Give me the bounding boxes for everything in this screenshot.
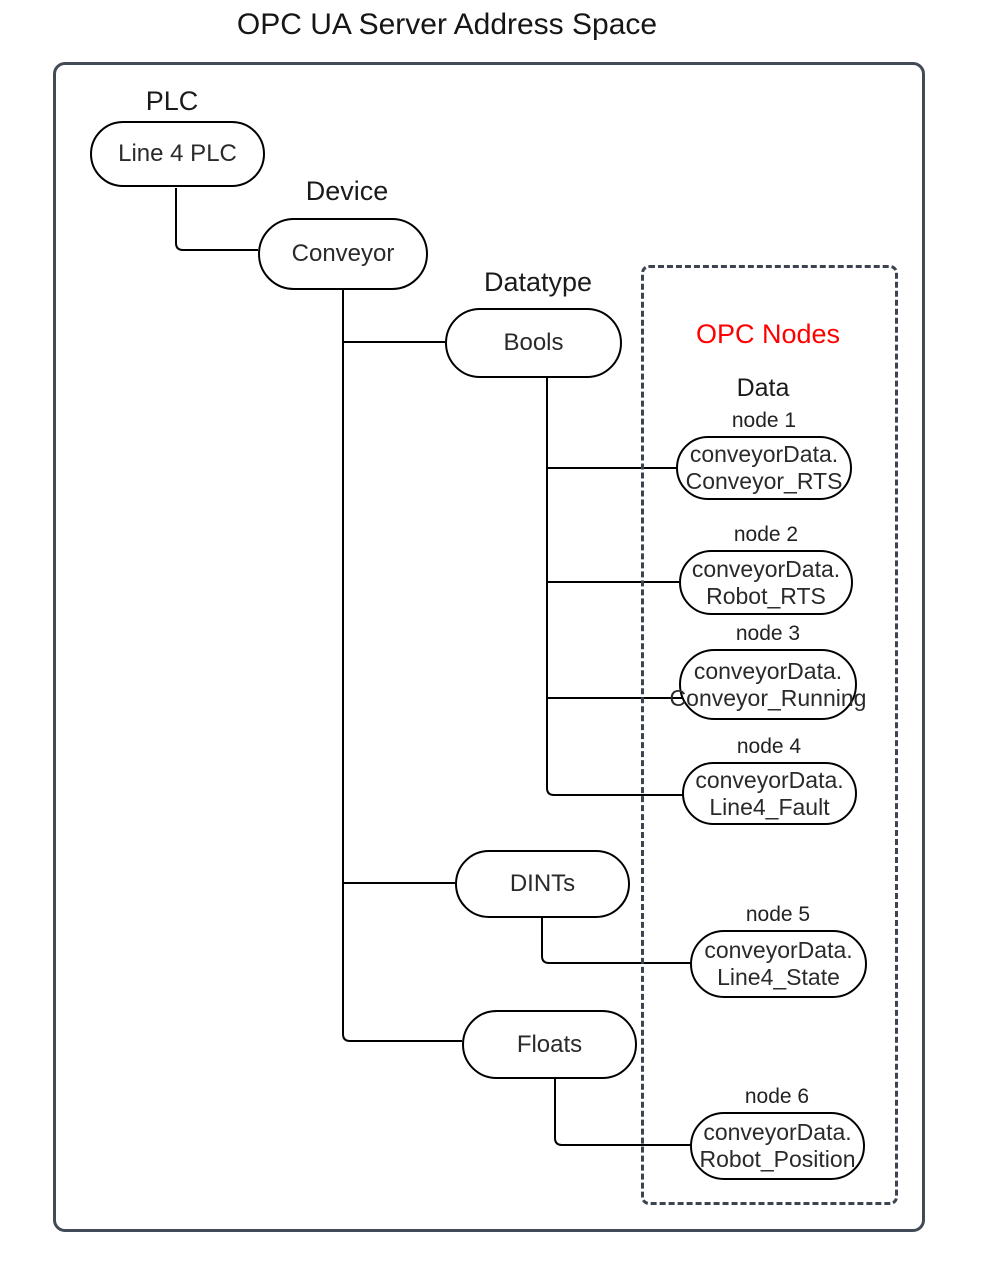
node6-line1: conveyorData. — [703, 1119, 852, 1145]
node6-caption: node 6 — [744, 1085, 810, 1108]
node1-caption: node 1 — [731, 409, 797, 432]
node5-line2: Line4_State — [717, 964, 840, 990]
node6-line2: Robot_Position — [699, 1146, 856, 1172]
address-space-border — [53, 62, 925, 1232]
tree-node-floats: Floats — [462, 1010, 637, 1079]
node4-line1: conveyorData. — [695, 766, 844, 793]
header-data: Data — [736, 374, 790, 402]
opc-node1-pill: conveyorData. Conveyor_RTS — [676, 436, 852, 500]
header-datatype: Datatype — [483, 267, 593, 297]
opc-node5-pill: conveyorData. Line4_State — [690, 930, 867, 998]
header-device: Device — [305, 176, 389, 206]
header-plc: PLC — [145, 86, 199, 116]
opc-node4-pill: conveyorData. Line4_Fault — [682, 762, 857, 825]
tree-node-line4-plc: Line 4 PLC — [90, 121, 265, 187]
node3-caption: node 3 — [735, 622, 801, 645]
node5-caption: node 5 — [745, 903, 811, 926]
node4-line2: Line4_Fault — [709, 793, 830, 820]
node2-line1: conveyorData. — [691, 555, 841, 582]
opc-node3-pill: conveyorData. Conveyor_Running — [670, 649, 866, 720]
opc-node6-pill: conveyorData. Robot_Position — [690, 1112, 865, 1180]
node1-line2: Conveyor_RTS — [685, 468, 843, 494]
opc-node2-pill: conveyorData. Robot_RTS — [679, 550, 853, 615]
node2-caption: node 2 — [733, 523, 799, 546]
node2-line2: Robot_RTS — [706, 582, 826, 609]
diagram-title: OPC UA Server Address Space — [236, 8, 658, 41]
node4-caption: node 4 — [736, 735, 802, 758]
node3-line2: Conveyor_Running — [669, 684, 867, 711]
tree-node-bools: Bools — [445, 308, 622, 378]
node3-line1: conveyorData. — [693, 657, 843, 684]
tree-node-dints: DINTs — [455, 850, 630, 918]
tree-node-conveyor: Conveyor — [258, 218, 428, 290]
node1-line1: conveyorData. — [689, 441, 839, 467]
header-opc-nodes: OPC Nodes — [695, 319, 841, 349]
node5-line1: conveyorData. — [704, 937, 853, 963]
opc-nodes-panel — [641, 265, 898, 1205]
